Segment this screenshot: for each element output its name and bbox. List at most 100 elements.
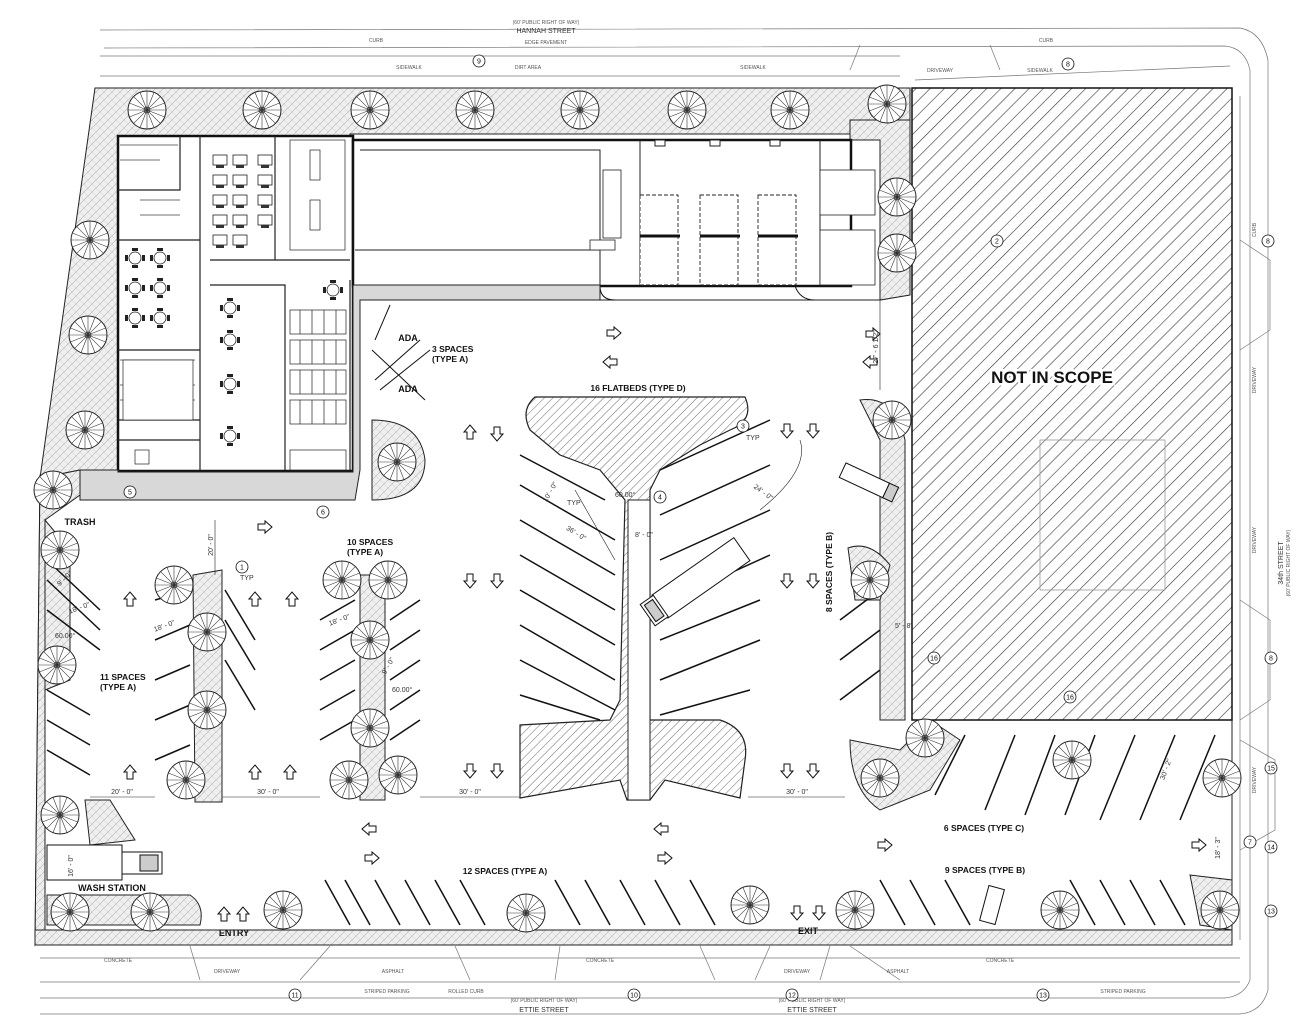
keynote-8-label: 8: [1266, 239, 1270, 246]
flatbeds-16-label: 16 FLATBEDS (TYPE D): [590, 383, 685, 393]
keynote-11-circle: [288, 988, 302, 1002]
shop-building: [351, 138, 876, 301]
typ-note-3: TYP: [746, 435, 760, 442]
keynote-11-label: 11: [291, 993, 298, 1000]
keynote-4-circle: [653, 490, 667, 504]
keynote-16-circle: [927, 651, 941, 665]
workstation-clusters: [122, 139, 347, 471]
driveway-label-east-1: DRIVEWAY: [1252, 366, 1258, 393]
spaces-10-type: (TYPE A): [347, 547, 383, 557]
office-building: [116, 134, 355, 473]
keynote-10-label: 10: [630, 993, 638, 1000]
dim-24-turn: 24' - 0": [752, 484, 774, 503]
curb-label-north-1: CURB: [369, 38, 384, 44]
spaces-3-type: (TYPE A): [432, 354, 468, 364]
keynote-6-circle: [316, 505, 330, 519]
keynote-13-circle: [1036, 988, 1050, 1002]
typ-note-1: TYP: [240, 575, 254, 582]
keynote-10-circle: [627, 988, 641, 1002]
keynote-2-label: 2: [995, 239, 999, 246]
driveway-label-east-2: DRIVEWAY: [1252, 526, 1258, 553]
keynote-12-label: 12: [788, 993, 796, 1000]
keynote-3-label: 3: [741, 424, 745, 431]
asphalt-label-south-2: ASPHALT: [887, 969, 909, 975]
driveway-label-north: DRIVEWAY: [927, 68, 954, 74]
keynote-8-label: 8: [1066, 62, 1070, 69]
building-sidewalk: [79, 284, 601, 501]
asphalt-label-south-1: ASPHALT: [382, 969, 404, 975]
driveway-label-south-1: DRIVEWAY: [214, 969, 241, 975]
south-street-name-1: ETTIE STREET: [519, 1007, 569, 1014]
dirt-area-label: DIRT AREA: [515, 65, 542, 71]
keynote-1-circle: [235, 560, 249, 574]
keynote-13-circle: [1264, 904, 1278, 918]
keynote-8-circle: [1061, 57, 1075, 71]
dim-18-3-east: 18' - 3": [1215, 837, 1222, 859]
keynote-15-circle: [1264, 761, 1278, 775]
dim-5-8: 5' - 8": [895, 623, 913, 630]
street-labels: (60' PUBLIC RIGHT OF WAY) HANNAH STREET …: [104, 20, 1292, 1014]
keynote-5-label: 5: [128, 490, 132, 497]
not-in-scope-area: NOT IN SCOPE: [911, 87, 1233, 721]
entry-label: ENTRY: [219, 928, 249, 938]
keynote-6-label: 6: [321, 510, 325, 517]
exit-label: EXIT: [798, 926, 819, 936]
vehicles: [46, 462, 1005, 926]
dim-18-10spaces: 18' - 0": [328, 613, 351, 627]
north-edge-pavement-label: EDGE PAVEMENT: [525, 40, 567, 46]
driveway-label-south-2: DRIVEWAY: [784, 969, 811, 975]
parking-stripes: [46, 419, 1216, 926]
dimension-lines: [90, 300, 881, 798]
striped-parking-label-1: STRIPED PARKING: [364, 989, 409, 995]
typ-note-2: TYP: [567, 500, 581, 507]
dim-36-flatbed: 36' - 0": [565, 525, 588, 543]
east-street-row-label: (60' PUBLIC RIGHT OF WAY): [1286, 529, 1292, 596]
keynote-12-circle: [785, 988, 799, 1002]
ada-label-2: ADA: [398, 384, 418, 394]
dim-10-flatbed: 10' - 0": [542, 481, 559, 504]
spaces-12-label: 12 SPACES (TYPE A): [463, 866, 548, 876]
street-right-of-way: [40, 27, 1276, 1015]
sidewalk-label-north-1: SIDEWALK: [396, 65, 422, 71]
south-street-row-label-2: (60' PUBLIC RIGHT OF WAY): [779, 998, 846, 1004]
wash-station-label: WASH STATION: [78, 883, 146, 893]
concrete-label-south-1: CONCRETE: [104, 958, 133, 964]
keynote-1-label: 1: [240, 565, 244, 572]
keynote-16-circle: [1063, 690, 1077, 704]
striped-parking-label-2: STRIPED PARKING: [1100, 989, 1145, 995]
keynote-16-label: 16: [930, 656, 938, 663]
angle-60-10spaces: 60.00°: [392, 686, 413, 694]
trash-label: TRASH: [65, 517, 96, 527]
flatbed-island-hatched: [519, 396, 749, 801]
dim-8-median: 8' - 0": [635, 532, 653, 539]
vehicle-bays: [639, 194, 797, 286]
south-landscape-strip: [34, 929, 1233, 946]
keynote-15-label: 15: [1267, 766, 1275, 773]
keynote-14-circle: [1264, 840, 1278, 854]
rolled-curb-label: ROLLED CURB: [448, 989, 484, 995]
sidewalk-label-north-2: SIDEWALK: [740, 65, 766, 71]
spaces-3-label: 3 SPACES: [432, 344, 474, 354]
east-street-name: 34th STREET: [1278, 541, 1285, 585]
spaces-6-label: 6 SPACES (TYPE C): [944, 823, 1024, 833]
keynote-7-circle: [1243, 835, 1257, 849]
keynote-7-label: 7: [1248, 840, 1252, 847]
north-street-name: HANNAH STREET: [516, 28, 576, 35]
dim-18-island: 18' - 0": [153, 619, 176, 633]
south-street-row-label-1: (60' PUBLIC RIGHT OF WAY): [511, 998, 578, 1004]
concrete-label-south-3: CONCRETE: [986, 958, 1015, 964]
not-in-scope-label: NOT IN SCOPE: [991, 368, 1113, 387]
spaces-8-label: 8 SPACES (TYPE B): [824, 532, 834, 612]
keynote-5-circle: [123, 485, 137, 499]
parking-group-labels: 3 SPACES (TYPE A) 16 FLATBEDS (TYPE D) 1…: [100, 344, 1025, 876]
dim-20-north: 20' - 0": [208, 534, 215, 556]
south-street-name-2: ETTIE STREET: [787, 1007, 837, 1014]
keynote-8-circle: [1261, 234, 1275, 248]
dim-30-2-typec: 30' - 2": [1160, 758, 1174, 781]
curb-label-east: CURB: [1252, 222, 1258, 237]
concrete-label-south-2: CONCRETE: [586, 958, 615, 964]
north-street-row-label: (60' PUBLIC RIGHT OF WAY): [513, 20, 580, 26]
keynote-3-circle: [736, 419, 750, 433]
